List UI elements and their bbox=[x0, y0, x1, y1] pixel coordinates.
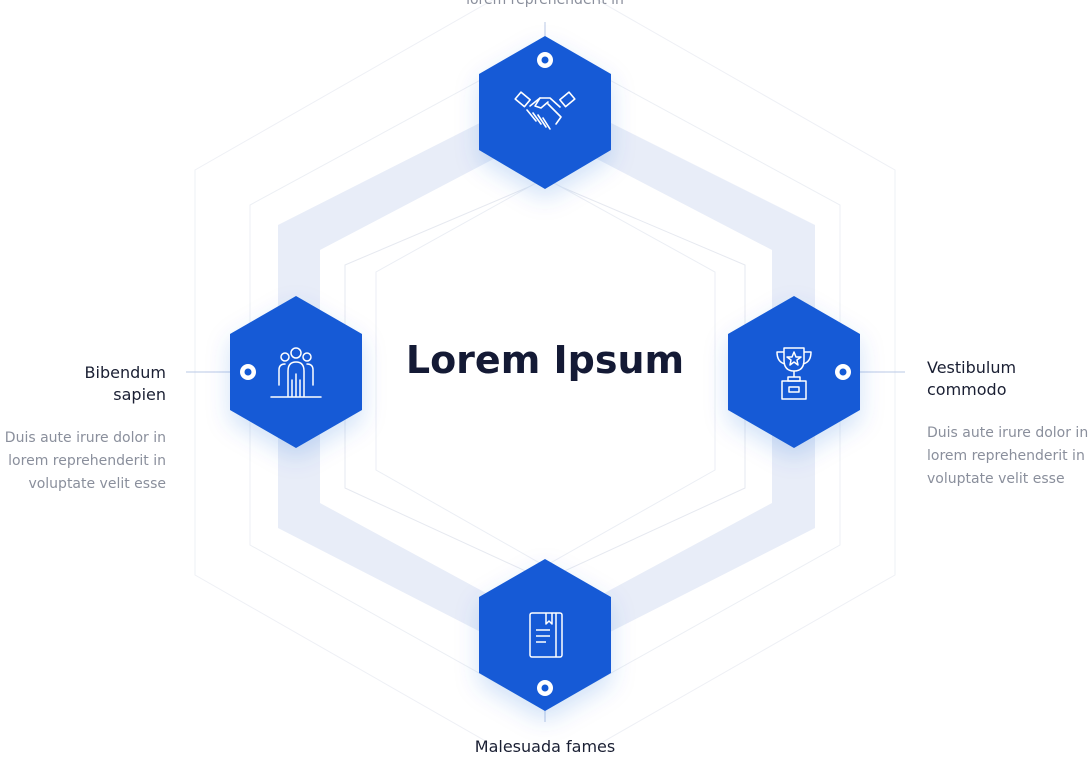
node-left-description: Duis aute irure dolor in lorem reprehend… bbox=[4, 430, 166, 492]
node-bottom bbox=[479, 559, 611, 711]
node-bottom-hexagon bbox=[479, 559, 611, 711]
node-right bbox=[728, 296, 860, 448]
node-left-dot-center bbox=[244, 368, 252, 376]
node-left-hexagon bbox=[230, 296, 362, 448]
node-left-title: Bibendum sapien bbox=[84, 363, 166, 404]
handshake-icon bbox=[514, 91, 576, 130]
book-icon bbox=[529, 612, 563, 658]
node-top-description: lorem reprehenderit in bbox=[466, 0, 624, 8]
node-bottom-dot-center bbox=[541, 684, 549, 692]
team-icon bbox=[270, 347, 322, 398]
node-bottom-title: Malesuada fames bbox=[474, 737, 616, 756]
node-top-hexagon bbox=[479, 36, 611, 189]
node-top-dot-center bbox=[541, 56, 549, 64]
node-right-dot-center bbox=[839, 368, 847, 376]
node-left bbox=[230, 296, 362, 448]
node-top bbox=[479, 36, 611, 189]
outer-ring-outline bbox=[194, 0, 896, 750]
trophy-icon bbox=[776, 347, 812, 400]
node-right-title: Vestibulum commodo bbox=[927, 358, 1017, 399]
node-right-description: Duis aute irure dolor in lorem reprehend… bbox=[927, 425, 1089, 487]
center-title: Lorem Ipsum bbox=[405, 338, 685, 382]
